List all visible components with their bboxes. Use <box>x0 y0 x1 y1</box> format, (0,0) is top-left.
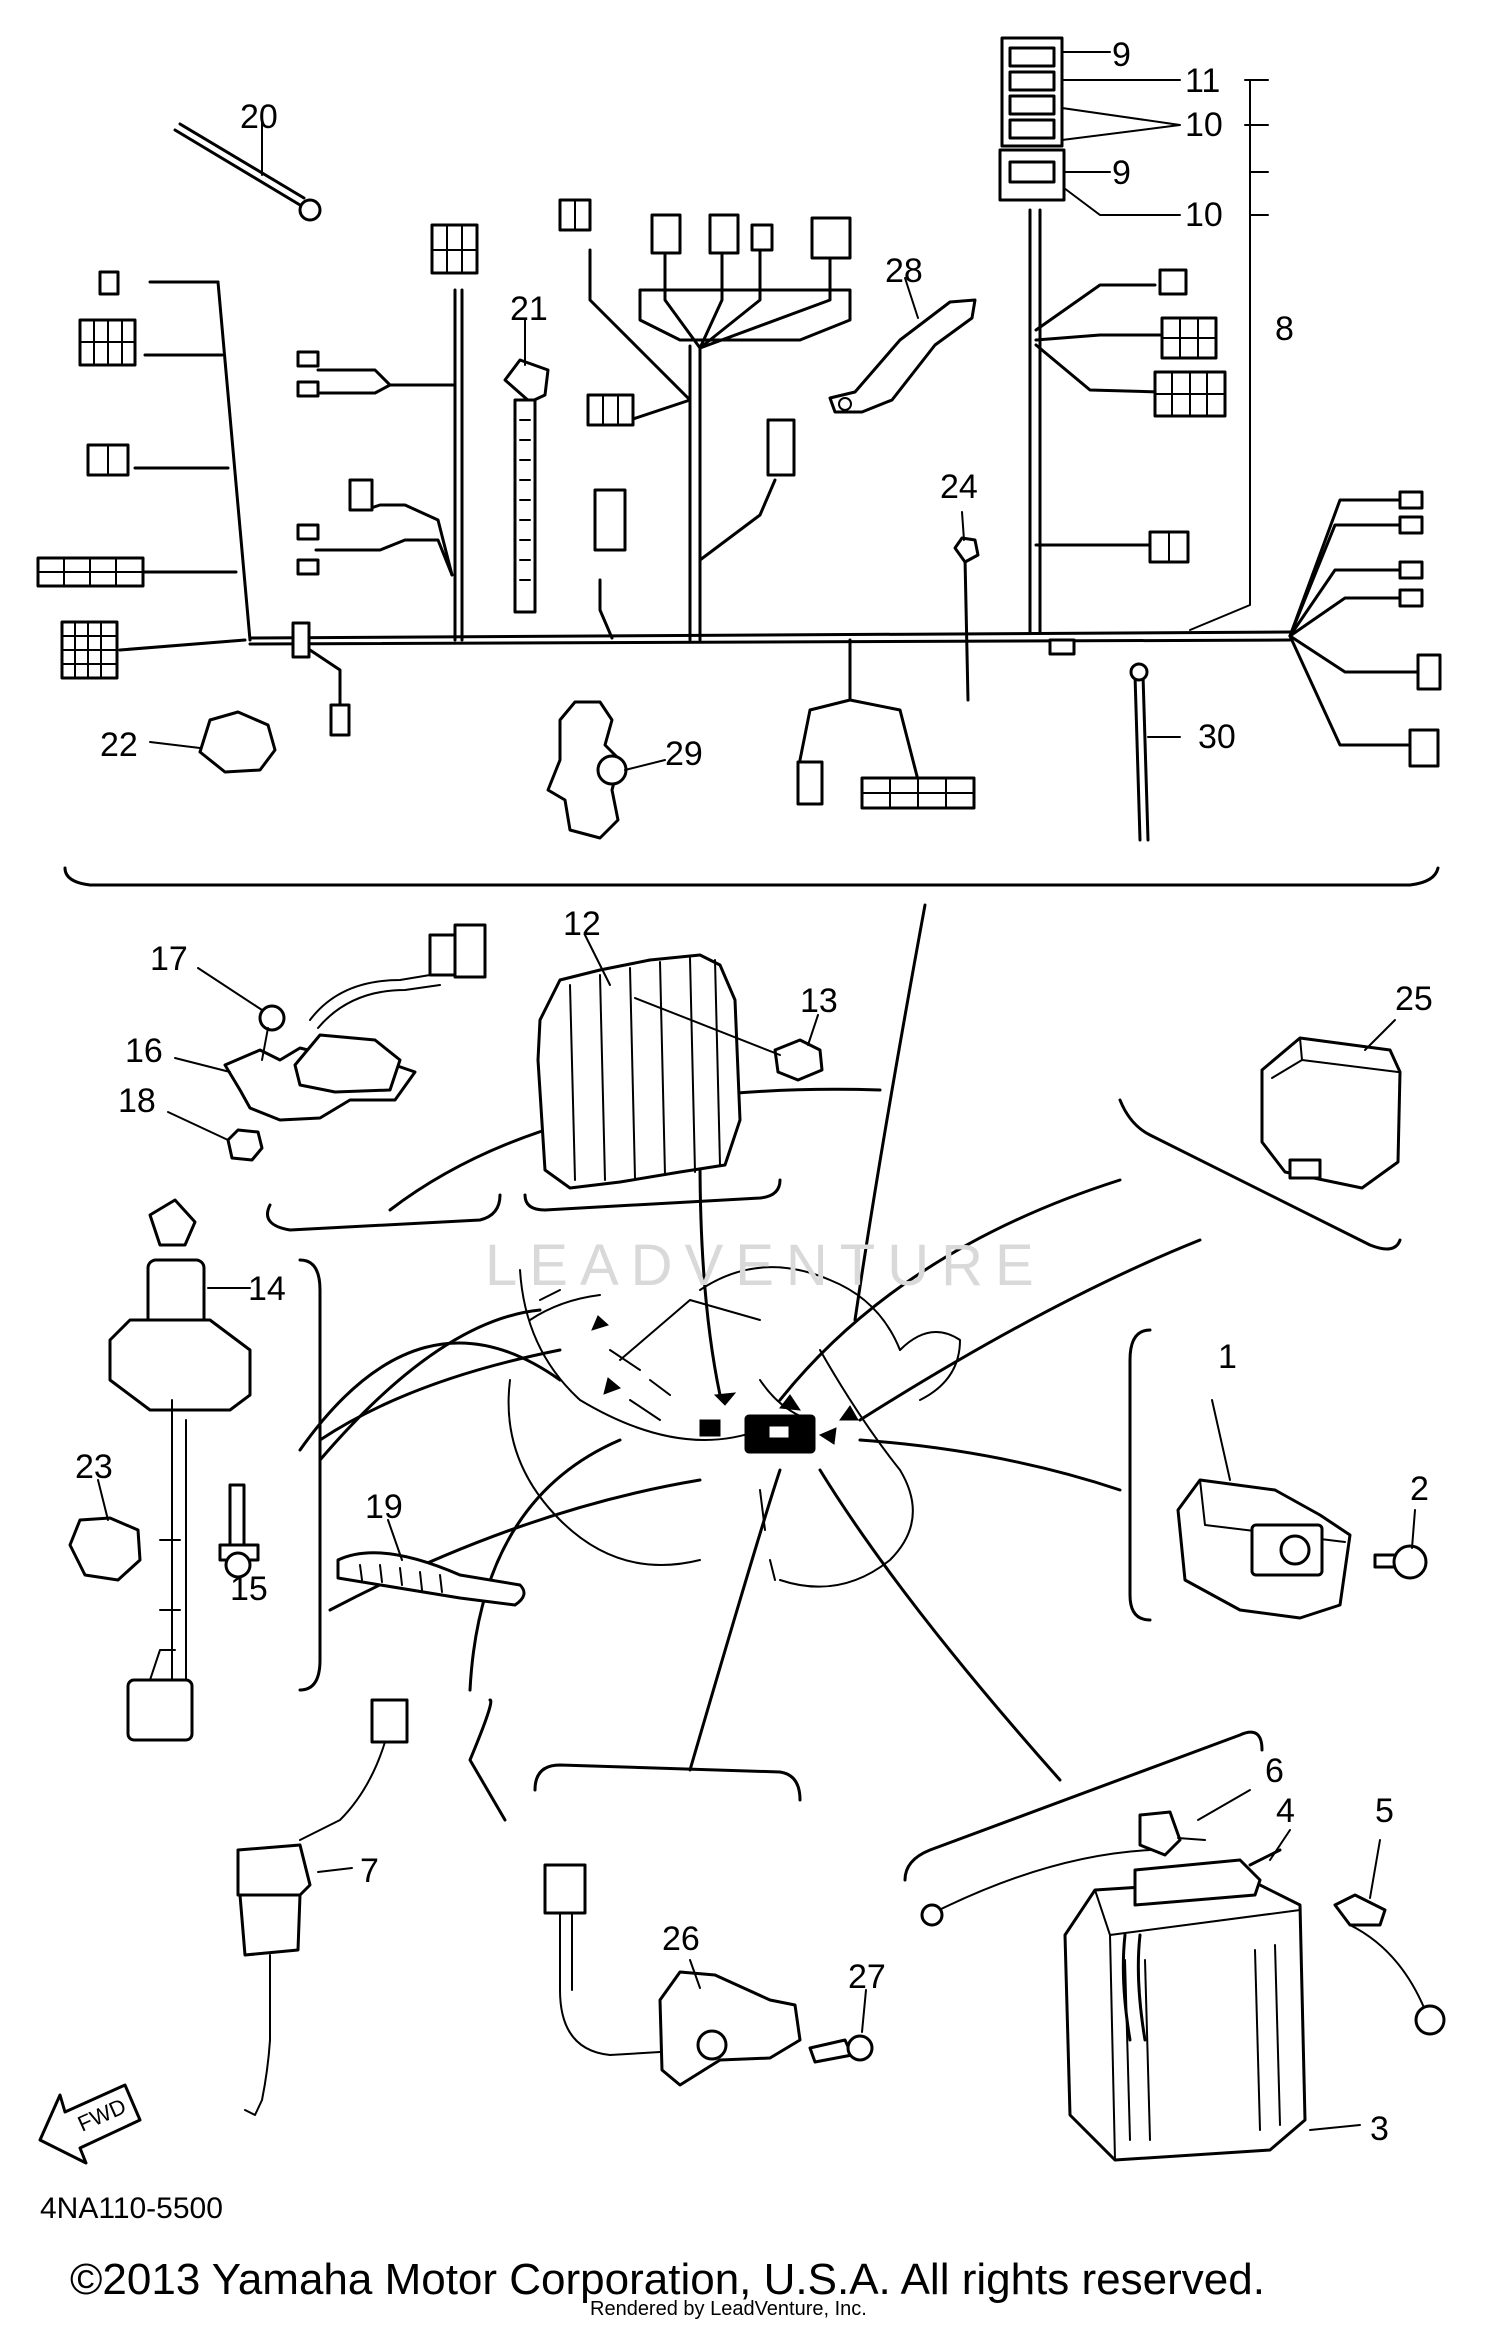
part-23-clamp <box>68 1479 142 1582</box>
callout-6: 6 <box>1265 1752 1284 1790</box>
callout-2: 2 <box>1410 1470 1429 1508</box>
part-1-starter-relay <box>1176 1399 1352 1620</box>
wire-harness <box>118 208 1422 782</box>
part-24-clip <box>953 536 980 564</box>
part-16-17-18-group <box>167 923 487 1162</box>
part-3-battery <box>1063 1858 1361 2162</box>
part-7-switch <box>236 1698 409 2116</box>
callout-27: 27 <box>848 1958 886 1996</box>
callout-4: 4 <box>1276 1792 1295 1830</box>
callout-9: 9 <box>1112 36 1131 74</box>
harness-group-bracket <box>63 866 1440 887</box>
harness-connectors <box>36 198 1442 810</box>
callout-15: 15 <box>230 1570 268 1608</box>
part-30-tie <box>1129 662 1181 842</box>
callout-11: 11 <box>1185 62 1220 100</box>
part-21-band <box>503 319 550 614</box>
part-2-bolt <box>1373 1509 1428 1580</box>
part-29-holder <box>546 700 666 840</box>
part-25-relay <box>1260 1019 1402 1190</box>
callout-7: 7 <box>360 1852 379 1890</box>
callout-28: 28 <box>885 252 923 290</box>
fwd-arrow-icon: FWD <box>38 2083 142 2165</box>
callout-5: 5 <box>1375 1792 1394 1830</box>
callout-24: 24 <box>940 468 978 506</box>
callout-26: 26 <box>662 1920 700 1958</box>
part-20-cable-tie <box>173 119 322 222</box>
callout-23: 23 <box>75 1448 113 1486</box>
callout-18: 18 <box>118 1082 156 1120</box>
callout-12: 12 <box>563 905 601 943</box>
callout-8: 8 <box>1275 310 1294 348</box>
part-15-bolt <box>218 1483 260 1579</box>
callout-labels: 1 2 3 4 5 6 7 8 9 10 11 9 10 12 13 14 15… <box>75 36 1433 2148</box>
part-26-27-group <box>543 1863 874 2087</box>
callout-19: 19 <box>365 1488 403 1526</box>
part-22-clamp <box>149 710 277 774</box>
motorcycle-outline <box>507 1266 961 1588</box>
callout-21: 21 <box>510 290 548 328</box>
part-4-battery-band <box>1121 1829 1291 2042</box>
callout-25: 25 <box>1395 980 1433 1018</box>
callout-3: 3 <box>1370 2110 1389 2148</box>
callout-9-second: 9 <box>1112 154 1131 192</box>
callout-14: 14 <box>248 1270 286 1308</box>
part-6-cable <box>920 1789 1251 1927</box>
callout-10: 10 <box>1185 106 1223 144</box>
callout-10-second: 10 <box>1185 196 1223 234</box>
drawing-number: 4NA110-5500 <box>40 2192 223 2225</box>
callout-29: 29 <box>665 735 703 773</box>
copyright-notice: ©2013 Yamaha Motor Corporation, U.S.A. A… <box>70 2255 1265 2304</box>
arrow-lines <box>298 903 1202 1782</box>
fuse-box <box>998 36 1269 631</box>
rendered-by-notice: Rendered by LeadVenture, Inc. <box>590 2298 867 2320</box>
group-brackets <box>266 1098 1402 1882</box>
callout-1: 1 <box>1218 1338 1237 1376</box>
callout-16: 16 <box>125 1032 163 1070</box>
part-5-terminal-cable <box>1333 1839 1446 2036</box>
callout-22: 22 <box>100 726 138 764</box>
part-14-main-switch <box>108 1198 252 1742</box>
callout-13: 13 <box>800 982 838 1020</box>
callout-20: 20 <box>240 98 278 136</box>
part-28-bracket <box>828 277 977 414</box>
part-19-band <box>336 1519 526 1607</box>
watermark-text: LEADVENTURE <box>485 1233 1046 1298</box>
callout-30: 30 <box>1198 718 1236 756</box>
callout-17: 17 <box>150 940 188 978</box>
part-12-rectifier <box>536 934 824 1190</box>
